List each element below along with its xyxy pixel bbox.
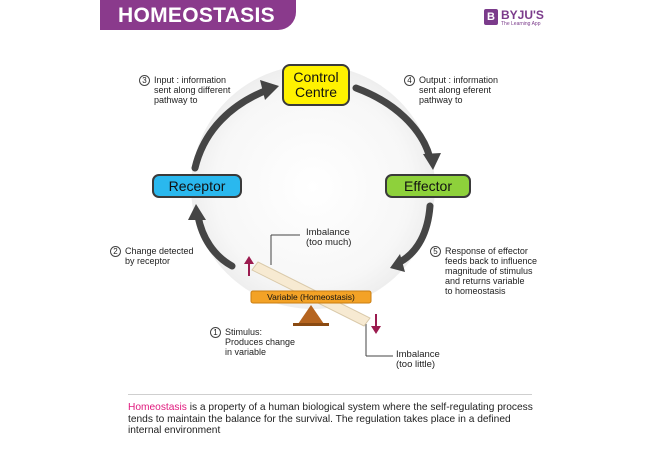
- page-title: HOMEOSTASIS: [118, 4, 275, 27]
- caption-highlight: Homeostasis: [128, 402, 187, 413]
- fulcrum-base: [293, 323, 329, 326]
- definition-caption: Homeostasis is a property of a human bio…: [128, 402, 538, 437]
- loop-background-circle: [191, 65, 435, 309]
- step-2-number: 2: [110, 246, 121, 257]
- caption-text: is a property of a human biological syst…: [128, 402, 533, 436]
- arrowhead-to-receptor-icon: [188, 204, 206, 220]
- arrowhead-to-control-icon: [260, 80, 279, 100]
- step-1-number: 1: [210, 327, 221, 338]
- byjus-logo: B BYJU'S The Learning App: [484, 8, 550, 30]
- caption-divider: [128, 394, 532, 395]
- receptor-node: Receptor: [152, 174, 242, 198]
- arrowhead-to-effector-icon: [423, 153, 441, 170]
- step-3-number: 3: [139, 75, 150, 86]
- title-banner: HOMEOSTASIS: [100, 0, 296, 30]
- homeostasis-infographic: HOMEOSTASIS B BYJU'S The Learning App: [100, 0, 550, 450]
- imbalance-too-much-label: Imbalance(too much): [306, 227, 352, 248]
- logo-tagline: The Learning App: [501, 21, 541, 27]
- variable-homeostasis-label: Variable (Homeostasis): [267, 292, 355, 302]
- logo-mark-icon: B: [484, 9, 498, 25]
- effector-node: Effector: [385, 174, 471, 198]
- step-5-number: 5: [430, 246, 441, 257]
- arrow-control-to-effector: [352, 84, 434, 162]
- step-4-number: 4: [404, 75, 415, 86]
- variable-bar: [250, 290, 372, 304]
- arrowhead-to-variable-icon: [390, 254, 405, 272]
- fulcrum-icon: [298, 305, 324, 324]
- arrow-variable-to-receptor: [194, 212, 236, 270]
- logo-name: BYJU'S: [501, 8, 544, 22]
- effector-label: Effector: [404, 177, 452, 194]
- arrow-up-icon: [244, 256, 254, 264]
- arrow-receptor-to-control: [191, 85, 274, 172]
- arrow-effector-to-variable: [396, 202, 434, 266]
- arrow-down-icon: [371, 326, 381, 334]
- feedback-loop-diagram: [188, 65, 441, 357]
- receptor-label: Receptor: [168, 177, 226, 194]
- imbalance-too-little-label: Imbalance(too little): [396, 349, 440, 370]
